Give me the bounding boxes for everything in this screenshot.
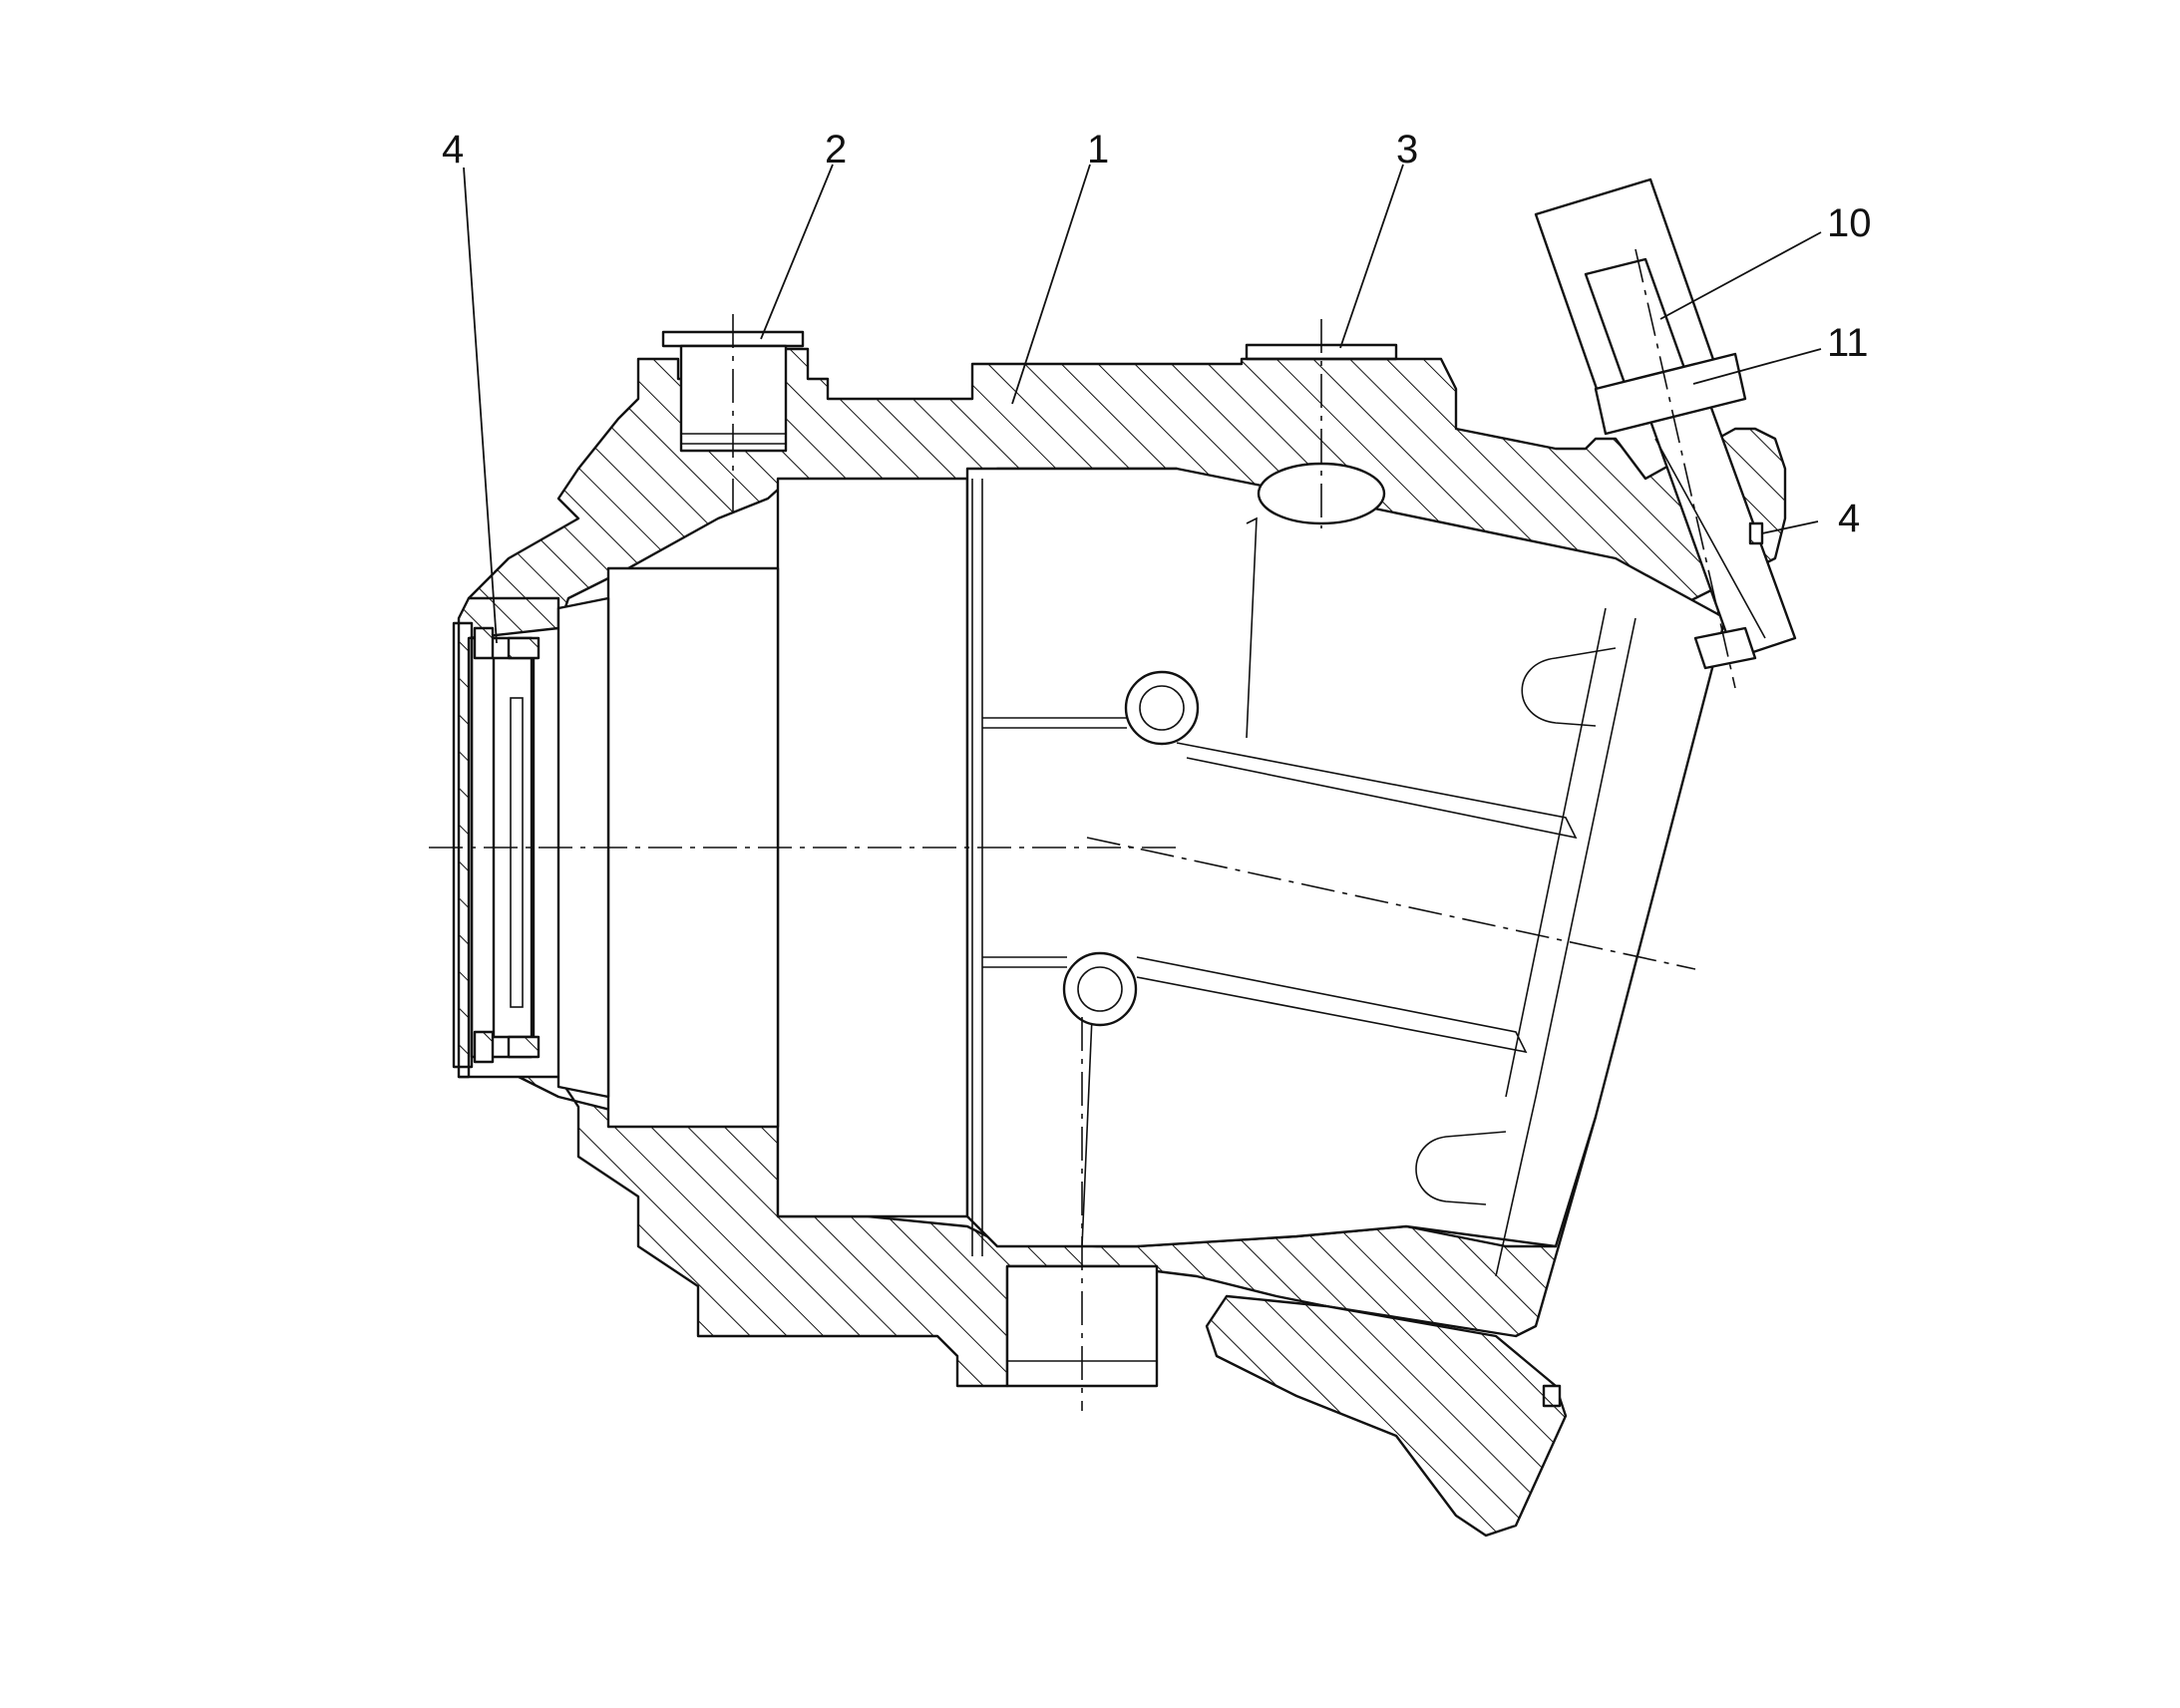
cylinder-block-details: [971, 462, 1636, 1277]
callout-11: 11: [1827, 321, 1869, 365]
callout-4-left: 4: [442, 128, 464, 171]
callout-labels: 4 2 1 3 10 11 4: [442, 128, 1872, 540]
callout-1: 1: [1087, 128, 1109, 171]
center-lines: [429, 248, 1736, 1411]
angled-sensor-assembly: [1534, 177, 1797, 1408]
leader-lines: [463, 164, 1822, 644]
callout-3: 3: [1396, 128, 1418, 171]
callout-10: 10: [1827, 201, 1872, 245]
callout-4-right: 4: [1838, 497, 1860, 540]
callout-2: 2: [825, 128, 847, 171]
